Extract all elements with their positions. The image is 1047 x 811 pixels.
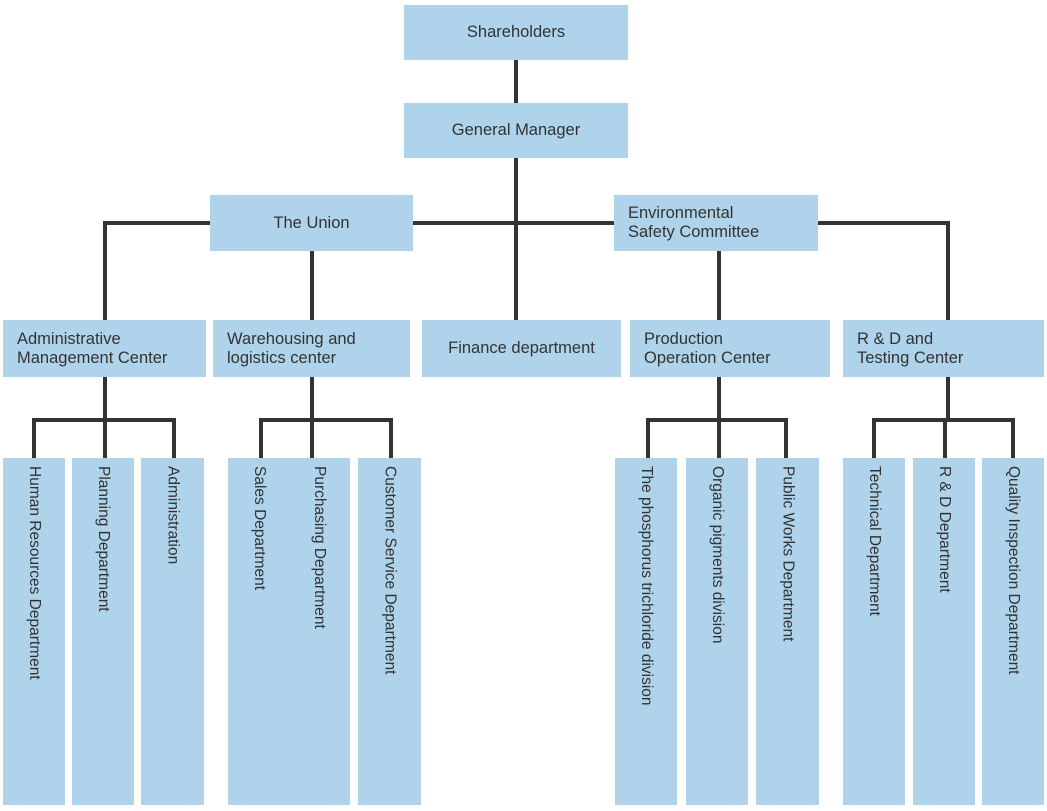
connector-admin-to-administration — [172, 418, 176, 458]
node-shareholders[interactable]: Shareholders — [404, 5, 628, 60]
node-rd-department[interactable]: R & D Department — [913, 458, 975, 805]
connector-general-manager-spine — [514, 158, 518, 320]
node-human-resources-department[interactable]: Human Resources Department — [3, 458, 65, 805]
node-rd-testing-center[interactable]: R & D and Testing Center — [843, 320, 1044, 377]
node-human-resources-department-label: Human Resources Department — [25, 466, 43, 680]
node-technical-department[interactable]: Technical Department — [843, 458, 905, 805]
connector-esc-to-production-center — [717, 251, 721, 320]
node-purchasing-department[interactable]: Purchasing Department — [288, 458, 350, 805]
node-customer-service-department[interactable]: Customer Service Department — [358, 458, 421, 805]
node-the-union-label: The Union — [273, 213, 350, 232]
node-finance-department[interactable]: Finance department — [422, 320, 621, 377]
node-planning-department-label: Planning Department — [94, 466, 112, 612]
node-administration[interactable]: Administration — [141, 458, 204, 805]
node-quality-inspection-department[interactable]: Quality Inspection Department — [982, 458, 1044, 805]
node-environmental-safety-committee-label: Environmental Safety Committee — [628, 204, 760, 241]
connector-union-to-warehousing-center — [310, 251, 314, 320]
connector-admin-center-stem — [103, 377, 107, 422]
connector-rd-to-technical — [872, 418, 876, 458]
connector-union-to-admin-center — [103, 221, 107, 320]
connector-union-left-branch — [103, 221, 213, 225]
node-phosphorus-trichloride-division-label: The phosphorus trichloride division — [637, 466, 655, 706]
connector-level3-bus-right — [514, 221, 616, 225]
node-warehousing-logistics-center-label: Warehousing and logistics center — [227, 329, 356, 367]
node-sales-department-label: Sales Department — [250, 466, 268, 591]
connector-warehousing-center-bus — [259, 418, 393, 422]
connector-warehousing-center-stem — [310, 377, 314, 422]
node-sales-department[interactable]: Sales Department — [228, 458, 290, 805]
node-administrative-management-center-label: Administrative Management Center — [17, 329, 168, 367]
node-technical-department-label: Technical Department — [865, 466, 883, 616]
node-administration-label: Administration — [164, 466, 182, 565]
node-organic-pigments-division-label: Organic pigments division — [708, 466, 726, 644]
node-planning-department[interactable]: Planning Department — [72, 458, 134, 805]
connector-admin-to-planning — [103, 418, 107, 458]
connector-level3-bus-left — [413, 221, 516, 225]
node-the-union[interactable]: The Union — [210, 195, 413, 251]
connector-production-to-organic-pigments — [717, 418, 721, 458]
node-phosphorus-trichloride-division[interactable]: The phosphorus trichloride division — [615, 458, 677, 805]
connector-esc-to-rd-testing-center — [946, 221, 950, 320]
connector-rd-testing-center-stem — [946, 377, 950, 422]
node-administrative-management-center[interactable]: Administrative Management Center — [3, 320, 206, 377]
node-production-operation-center-label: Production Operation Center — [644, 329, 771, 367]
node-general-manager[interactable]: General Manager — [404, 103, 628, 158]
node-rd-testing-center-label: R & D and Testing Center — [857, 329, 964, 367]
connector-production-center-stem — [717, 377, 721, 422]
node-shareholders-label: Shareholders — [466, 23, 566, 42]
node-purchasing-department-label: Purchasing Department — [310, 466, 328, 629]
connector-warehousing-to-customer-service — [389, 418, 393, 458]
connector-rd-to-quality-inspection — [1011, 418, 1015, 458]
connector-rd-to-rd-department — [943, 418, 947, 458]
node-finance-department-label: Finance department — [448, 339, 595, 358]
node-environmental-safety-committee[interactable]: Environmental Safety Committee — [614, 195, 818, 251]
connector-shareholders-to-general-manager — [514, 60, 518, 103]
node-general-manager-label: General Manager — [451, 121, 581, 140]
node-quality-inspection-department-label: Quality Inspection Department — [1004, 466, 1022, 675]
node-public-works-department-label: Public Works Department — [779, 466, 797, 642]
connector-warehousing-to-purchasing — [310, 418, 314, 458]
node-public-works-department[interactable]: Public Works Department — [756, 458, 819, 805]
node-customer-service-department-label: Customer Service Department — [381, 466, 399, 675]
connector-production-to-phosphorus-trichloride — [646, 418, 650, 458]
node-rd-department-label: R & D Department — [935, 466, 953, 593]
connector-admin-to-human-resources — [32, 418, 36, 458]
connector-esc-right-branch — [818, 221, 950, 225]
node-production-operation-center[interactable]: Production Operation Center — [630, 320, 830, 377]
node-warehousing-logistics-center[interactable]: Warehousing and logistics center — [213, 320, 410, 377]
connector-warehousing-to-sales — [259, 418, 263, 458]
node-organic-pigments-division[interactable]: Organic pigments division — [686, 458, 748, 805]
connector-production-to-public-works — [784, 418, 788, 458]
